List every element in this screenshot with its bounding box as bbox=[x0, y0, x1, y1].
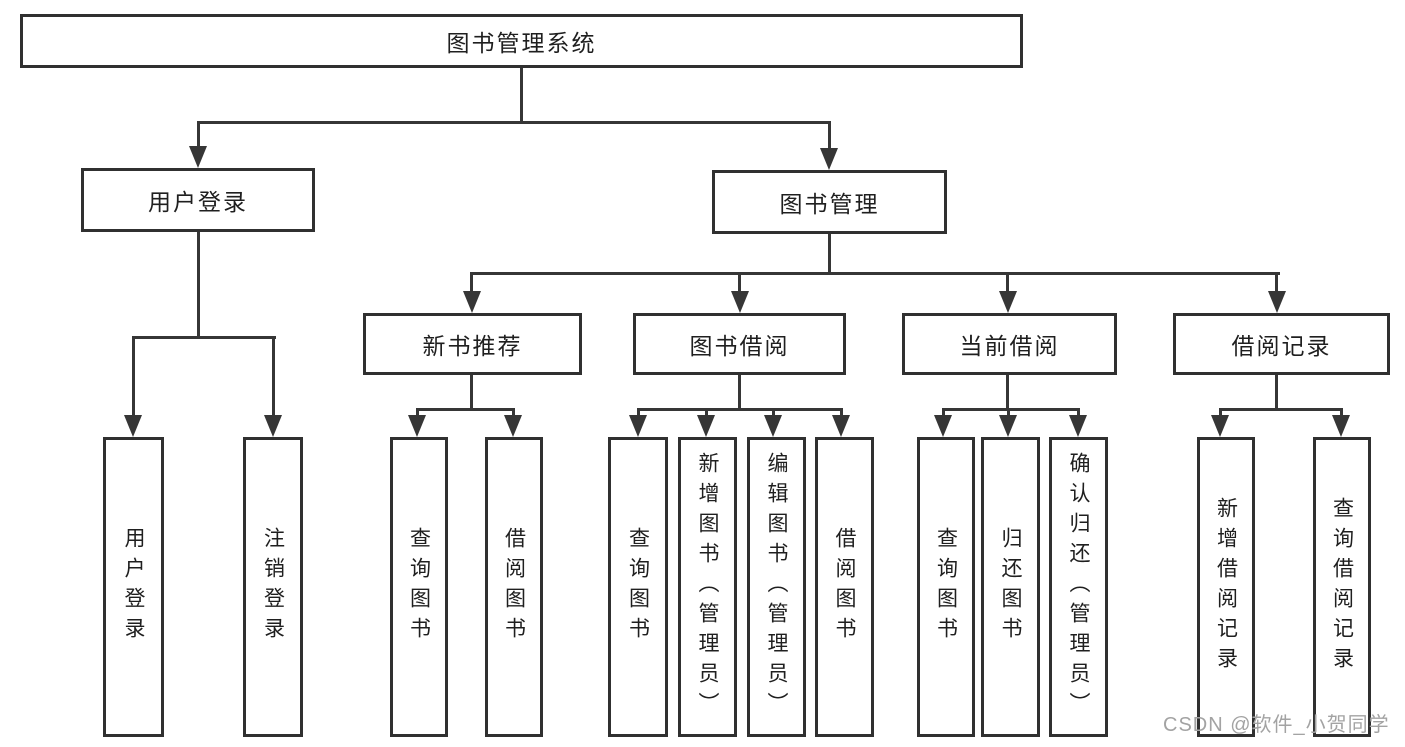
leaf-current-query: 查询图书 bbox=[917, 437, 975, 737]
leaf-label: 归还图书 bbox=[999, 527, 1022, 647]
leaf-newbooks-query: 查询图书 bbox=[390, 437, 448, 737]
leaf-borrowing-add: 新增图书（管理员） bbox=[678, 437, 737, 737]
connector-line bbox=[1275, 375, 1278, 408]
node-new-books-label: 新书推荐 bbox=[422, 333, 523, 359]
connector-line bbox=[470, 272, 1280, 275]
arrowhead-down-icon bbox=[697, 415, 715, 437]
arrowhead-down-icon bbox=[629, 415, 647, 437]
node-user-login-label: 用户登录 bbox=[148, 189, 248, 215]
node-root: 图书管理系统 bbox=[20, 14, 1023, 68]
arrowhead-down-icon bbox=[1332, 415, 1350, 437]
arrowhead-down-icon bbox=[934, 415, 952, 437]
arrowhead-down-icon bbox=[731, 291, 749, 313]
connector-line bbox=[272, 336, 275, 416]
node-root-label: 图书管理系统 bbox=[446, 30, 597, 56]
connector-line bbox=[132, 336, 135, 416]
connector-line bbox=[942, 408, 945, 418]
arrowhead-down-icon bbox=[832, 415, 850, 437]
node-book-mgmt-label: 图书管理 bbox=[779, 191, 880, 217]
arrowhead-down-icon bbox=[764, 415, 782, 437]
connector-line bbox=[197, 121, 200, 148]
leaf-borrowing-query: 查询图书 bbox=[608, 437, 668, 737]
leaf-label: 查询图书 bbox=[934, 527, 958, 647]
leaf-label: 注销登录 bbox=[261, 527, 285, 647]
connector-line bbox=[1006, 375, 1009, 408]
arrowhead-down-icon bbox=[1069, 415, 1087, 437]
leaf-label: 新增图书（管理员） bbox=[696, 452, 719, 722]
arrowhead-down-icon bbox=[504, 415, 522, 437]
connector-line bbox=[416, 408, 515, 411]
leaf-records-add: 新增借阅记录 bbox=[1197, 437, 1255, 737]
leaf-current-confirm-return: 确认归还（管理员） bbox=[1049, 437, 1108, 737]
node-borrowing-label: 图书借阅 bbox=[689, 333, 790, 359]
connector-line bbox=[1340, 408, 1343, 418]
arrowhead-down-icon bbox=[408, 415, 426, 437]
connector-line bbox=[942, 408, 1079, 411]
leaf-newbooks-borrow: 借阅图书 bbox=[485, 437, 543, 737]
arrowhead-down-icon bbox=[999, 415, 1017, 437]
leaf-label: 查询图书 bbox=[407, 527, 431, 647]
leaf-label: 查询图书 bbox=[626, 527, 650, 647]
connector-line bbox=[828, 121, 831, 150]
connector-line bbox=[738, 375, 741, 408]
leaf-borrowing-borrow: 借阅图书 bbox=[815, 437, 874, 737]
connector-line bbox=[738, 272, 741, 293]
connector-line bbox=[637, 408, 842, 411]
connector-line bbox=[840, 408, 843, 418]
connector-line bbox=[1219, 408, 1222, 418]
leaf-label: 查询借阅记录 bbox=[1330, 497, 1354, 677]
node-borrow-records-label: 借阅记录 bbox=[1231, 333, 1332, 359]
connector-line bbox=[470, 272, 473, 293]
connector-line bbox=[1007, 408, 1010, 418]
node-current-borrow-label: 当前借阅 bbox=[959, 333, 1060, 359]
arrowhead-down-icon bbox=[189, 146, 207, 168]
connector-line bbox=[197, 121, 831, 124]
connector-line bbox=[772, 408, 775, 418]
connector-line bbox=[132, 336, 276, 339]
node-current-borrow: 当前借阅 bbox=[902, 313, 1117, 375]
node-borrow-records: 借阅记录 bbox=[1173, 313, 1390, 375]
arrowhead-down-icon bbox=[999, 291, 1017, 313]
arrowhead-down-icon bbox=[1211, 415, 1229, 437]
connector-line bbox=[416, 408, 419, 418]
connector-line bbox=[197, 232, 200, 336]
watermark: CSDN @软件_小贺同学 bbox=[1163, 714, 1390, 736]
arrowhead-down-icon bbox=[264, 415, 282, 437]
node-borrowing: 图书借阅 bbox=[633, 313, 846, 375]
arrowhead-down-icon bbox=[124, 415, 142, 437]
leaf-borrowing-edit: 编辑图书（管理员） bbox=[747, 437, 806, 737]
leaf-label: 用户登录 bbox=[122, 527, 145, 647]
connector-line bbox=[705, 408, 708, 418]
leaf-label: 新增借阅记录 bbox=[1214, 497, 1238, 677]
node-new-books: 新书推荐 bbox=[363, 313, 582, 375]
leaf-records-query: 查询借阅记录 bbox=[1313, 437, 1371, 737]
arrowhead-down-icon bbox=[1268, 291, 1286, 313]
arrowhead-down-icon bbox=[463, 291, 481, 313]
connector-line bbox=[828, 234, 831, 272]
leaf-logout: 注销登录 bbox=[243, 437, 303, 737]
leaf-user-login: 用户登录 bbox=[103, 437, 164, 737]
leaf-label: 编辑图书（管理员） bbox=[765, 452, 788, 722]
connector-line bbox=[512, 408, 515, 418]
leaf-current-return: 归还图书 bbox=[981, 437, 1040, 737]
leaf-label: 借阅图书 bbox=[502, 527, 526, 647]
leaf-label: 确认归还（管理员） bbox=[1067, 452, 1090, 722]
connector-line bbox=[1006, 272, 1009, 293]
connector-line bbox=[637, 408, 640, 418]
node-user-login: 用户登录 bbox=[81, 168, 315, 232]
connector-line bbox=[1275, 272, 1278, 293]
node-book-mgmt: 图书管理 bbox=[712, 170, 947, 234]
connector-line bbox=[1219, 408, 1342, 411]
leaf-label: 借阅图书 bbox=[833, 527, 856, 647]
connector-line bbox=[520, 68, 523, 121]
arrowhead-down-icon bbox=[820, 148, 838, 170]
connector-line bbox=[470, 375, 473, 408]
connector-line bbox=[1077, 408, 1080, 418]
